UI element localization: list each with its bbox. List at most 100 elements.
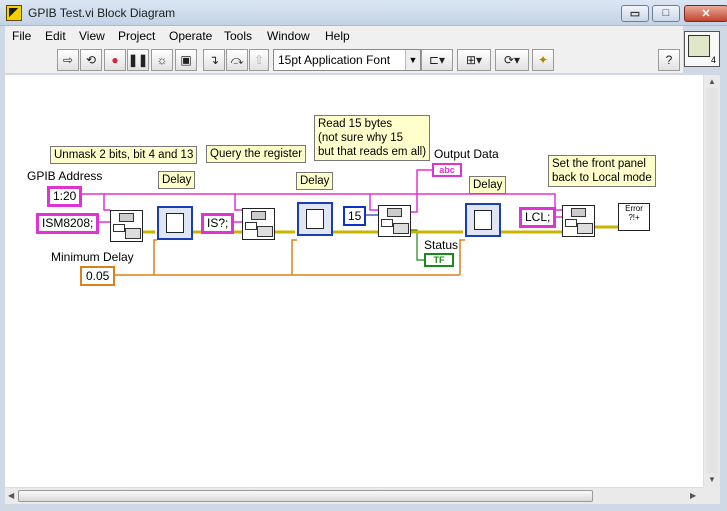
boolean-type-icon: TF: [433, 255, 445, 265]
simple-error-handler-node[interactable]: Error ?!+: [618, 203, 650, 231]
vertical-scroll-track[interactable]: [706, 88, 718, 474]
gpib-address-value: 1:20: [53, 189, 77, 203]
menu-view[interactable]: View: [79, 29, 105, 43]
gpib-write-node-3[interactable]: [562, 205, 595, 237]
menu-edit[interactable]: Edit: [45, 29, 66, 43]
run-continuously-button[interactable]: ⟲: [80, 49, 102, 71]
menu-project[interactable]: Project: [118, 29, 156, 43]
comment-query[interactable]: Query the register: [206, 145, 307, 163]
lcl-command-constant[interactable]: LCL;: [519, 207, 557, 228]
labview-app-icon: [6, 5, 22, 21]
align-objects-button[interactable]: ⊏▾: [421, 49, 453, 71]
step-into-icon: ↴: [208, 53, 220, 67]
step-into-button[interactable]: ↴: [203, 49, 225, 71]
gpib-address-label: GPIB Address: [27, 169, 103, 183]
run-arrow-icon: ⇨: [62, 53, 74, 67]
toolbar: ⇨ ⟲ ● ❚❚ ☼ ▣ ↴ ⤼ ⇧ 15pt Application Font…: [5, 46, 683, 74]
scrollbar-corner: [703, 487, 720, 504]
menu-window[interactable]: Window: [267, 29, 310, 43]
step-out-button[interactable]: ⇧: [249, 49, 269, 71]
delay-label-2: Delay: [296, 172, 334, 190]
minimum-delay-constant[interactable]: 0.05: [80, 266, 116, 286]
menu-tools[interactable]: Tools: [224, 29, 253, 43]
menu-operate[interactable]: Operate: [169, 29, 213, 43]
ism-command-constant[interactable]: ISM8208;: [36, 213, 100, 234]
reorder-button[interactable]: ⟳▾: [495, 49, 529, 71]
status-label: Status: [424, 238, 459, 252]
string-type-icon: abc: [439, 165, 455, 175]
comment-query-text: Query the register: [210, 148, 303, 160]
horizontal-scrollbar[interactable]: ◀ ▶: [5, 487, 703, 504]
delay-label-1: Delay: [158, 171, 196, 189]
help-icon: ?: [665, 53, 673, 67]
cleanup-diagram-button[interactable]: ✦: [532, 49, 554, 71]
comment-unmask[interactable]: Unmask 2 bits, bit 4 and 13: [50, 146, 198, 164]
horizontal-scroll-thumb[interactable]: [18, 490, 593, 502]
is-query-constant[interactable]: IS?;: [201, 213, 235, 234]
retain-wire-values-button[interactable]: ▣: [175, 49, 197, 71]
distribute-objects-button[interactable]: ⊞▾: [457, 49, 491, 71]
step-over-icon: ⤼: [230, 53, 244, 67]
abort-button[interactable]: ●: [104, 49, 126, 71]
lcl-command-value: LCL;: [525, 210, 551, 224]
scroll-left-icon[interactable]: ◀: [8, 491, 15, 500]
reorder-icon: ⟳▾: [503, 53, 521, 67]
ism-command-value: ISM8208;: [42, 216, 94, 230]
comment-read[interactable]: Read 15 bytes (not sure why 15 but that …: [314, 115, 431, 161]
delay-label-3: Delay: [469, 176, 507, 194]
comment-local-line2: back to Local mode: [552, 172, 652, 184]
delay-frame-3[interactable]: [465, 203, 501, 237]
pause-button[interactable]: ❚❚: [127, 49, 149, 71]
cleanup-wand-icon: ✦: [537, 53, 549, 67]
context-help-button[interactable]: ?: [658, 49, 680, 71]
output-data-indicator[interactable]: abc: [432, 163, 462, 177]
menu-file[interactable]: File: [12, 29, 32, 43]
minimize-button[interactable]: ▭: [621, 5, 649, 22]
minimize-icon: ▭: [629, 8, 641, 20]
delay-frame-2[interactable]: [297, 202, 333, 236]
error-handler-icon: ?!+: [628, 213, 640, 222]
menu-bar: File Edit View Project Operate Tools Win…: [5, 26, 683, 46]
run-button[interactable]: ⇨: [57, 49, 79, 71]
highlight-execution-button[interactable]: ☼: [151, 49, 173, 71]
connector-count: 4: [710, 55, 716, 65]
font-dropdown[interactable]: 15pt Application Font ▼: [273, 49, 421, 71]
close-button[interactable]: ✕: [684, 5, 727, 22]
vi-connector-pane[interactable]: 4: [684, 31, 720, 67]
abort-stop-icon: ●: [111, 53, 119, 67]
status-indicator[interactable]: TF: [424, 253, 454, 267]
computer-icon: [251, 211, 266, 220]
gpib-read-node[interactable]: [378, 205, 411, 237]
scroll-down-icon[interactable]: ▼: [708, 475, 716, 484]
instrument-icon: [257, 226, 273, 237]
vertical-scrollbar[interactable]: ▲ ▼: [703, 75, 720, 487]
menu-help[interactable]: Help: [325, 29, 350, 43]
distribute-objects-icon: ⊞▾: [465, 53, 483, 67]
minimum-delay-wire[interactable]: [107, 239, 465, 276]
status-wire[interactable]: [408, 229, 424, 261]
run-continuously-icon: ⟲: [85, 53, 97, 67]
delay-frame-1[interactable]: [157, 206, 193, 240]
error-handler-label: Error: [625, 204, 643, 213]
comment-read-line1: Read 15 bytes: [318, 118, 393, 130]
output-data-label: Output Data: [434, 147, 499, 161]
step-over-button[interactable]: ⤼: [226, 49, 248, 71]
hourglass-icon: [474, 210, 492, 230]
byte-count-constant[interactable]: 15: [343, 206, 367, 226]
maximize-button[interactable]: □: [652, 5, 680, 22]
vi-icon: [688, 35, 710, 57]
scroll-up-icon[interactable]: ▲: [708, 77, 716, 86]
write-arrow-icon: [113, 224, 125, 232]
comment-local[interactable]: Set the front panel back to Local mode: [548, 155, 656, 187]
close-icon: ✕: [701, 8, 711, 20]
instrument-icon: [577, 223, 593, 234]
gpib-address-constant[interactable]: 1:20: [47, 186, 83, 207]
write-arrow-icon: [245, 222, 257, 230]
byte-count-value: 15: [348, 209, 362, 223]
retain-wire-icon: ▣: [180, 53, 192, 67]
scroll-right-icon[interactable]: ▶: [690, 491, 697, 500]
gpib-write-node-2[interactable]: [242, 208, 275, 240]
hourglass-icon: [306, 209, 324, 229]
gpib-write-node-1[interactable]: [110, 210, 143, 242]
gpib-address-wire[interactable]: [76, 169, 562, 223]
